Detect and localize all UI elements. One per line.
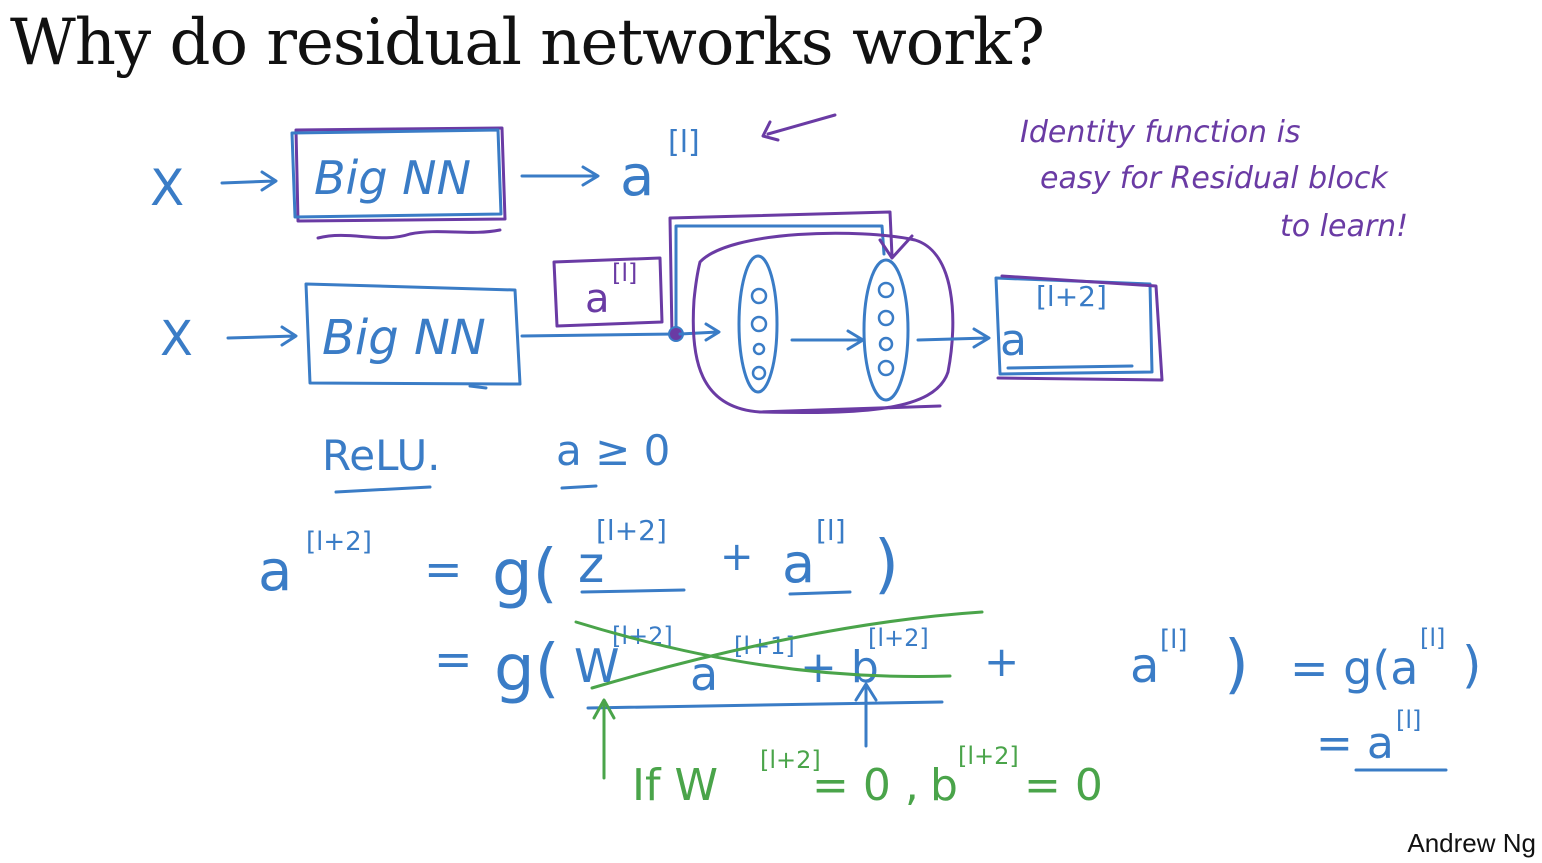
eq2-result: = g(a: [1290, 641, 1419, 695]
row1-block-label: Big NN: [314, 151, 471, 205]
eq3-text: = a: [1316, 718, 1394, 769]
relu-label: ReLU.: [322, 431, 441, 480]
eq2-a2: a: [1130, 638, 1159, 694]
row1-arrow-in: [220, 170, 278, 192]
condition-arrow-b: [854, 682, 878, 748]
identity-note: Identity function is easy for Residual b…: [1020, 115, 1408, 244]
note-line1: Identity function is: [1020, 115, 1301, 150]
eq2-cross-out: [574, 610, 984, 690]
slide-title: Why do residual networks work?: [10, 6, 1045, 80]
relu-condition-underline: [560, 484, 598, 490]
eq2-result-close: ): [1462, 636, 1482, 694]
skip-connection-blue: [674, 224, 886, 336]
output-sup: [l+2]: [1036, 280, 1107, 313]
layer1-neuron: [750, 315, 768, 333]
layer1-units: [737, 254, 779, 394]
equation-1: a [l+2] = g( z [l+2] + a [l] ): [258, 514, 899, 611]
row1-output-a: a: [620, 144, 654, 209]
eq1-equals: =: [424, 542, 463, 596]
arrow-to-layer1: [678, 322, 721, 342]
zero-weight-condition: If W [l+2] = 0 , b [l+2] = 0: [592, 682, 1103, 811]
eq2-result-sup: [l]: [1420, 624, 1445, 652]
row1-pointer-arrow: [761, 113, 837, 142]
eq1-z-sup: [l+2]: [596, 514, 667, 547]
eq1-lhs: a: [258, 539, 292, 604]
eq2-close: ): [1224, 628, 1249, 702]
layer2-neuron: [877, 359, 895, 377]
output-a: a: [1000, 315, 1027, 366]
eq2-w: W: [574, 639, 619, 693]
layer1-neuron: [751, 365, 767, 381]
eq2-g-open: g(: [494, 632, 560, 706]
eq1-a-underline: [788, 590, 852, 596]
skip-connection: [668, 210, 914, 338]
condition-w-eq: = 0 ,: [812, 760, 919, 811]
equation-3: = a [l]: [1316, 706, 1448, 772]
eq2-a-sup: [l+1]: [734, 632, 795, 660]
skip-label-a: a: [585, 276, 610, 322]
eq2-a2-sup: [l]: [1160, 625, 1188, 655]
row1-arrow-out: [520, 165, 600, 187]
residual-block-outline: [691, 231, 955, 415]
condition-w-sup: [l+2]: [760, 746, 821, 774]
eq2-plus: +: [984, 637, 1019, 686]
relu-underline: [334, 485, 432, 494]
condition-b: b: [930, 760, 958, 811]
condition-b-sup: [l+2]: [958, 742, 1019, 770]
eq1-close: ): [874, 528, 899, 602]
eq1-a: a: [782, 532, 815, 595]
row2-input-x: X: [160, 311, 193, 367]
layer2-neuron: [877, 281, 895, 299]
row2-block-box: [304, 282, 522, 386]
eq1-lhs-sup: [l+2]: [306, 527, 372, 557]
layer2-neuron: [878, 336, 894, 352]
layer1-neuron: [752, 342, 766, 356]
condition-arrow-w: [592, 698, 616, 780]
layer2-neuron: [877, 309, 895, 327]
row2-arrow-in: [226, 325, 298, 347]
row1-block-box: [290, 128, 503, 219]
skip-label-box: [552, 256, 664, 328]
row2-diagram: X Big NN a [l]: [160, 210, 1164, 415]
output-underline: [1006, 364, 1134, 370]
row1-output-sup: [l]: [668, 125, 700, 160]
residual-block-tail: [758, 404, 942, 414]
row1-input-x: X: [150, 159, 184, 217]
arrow-layer1-to-layer2: [790, 329, 865, 351]
eq3-sup: [l]: [1396, 706, 1421, 734]
skip-label-sup: [l]: [612, 259, 637, 287]
eq1-z-underline: [580, 588, 686, 594]
eq2-term-underline: [586, 700, 944, 710]
relu-condition: a ≥ 0: [556, 426, 670, 475]
output-box-purple: [996, 274, 1164, 382]
layer2-units: [862, 258, 910, 402]
relu-note: ReLU. a ≥ 0: [322, 426, 670, 494]
row1-block-box-purple: [294, 126, 507, 223]
row2-block-mark: [468, 384, 488, 390]
row1-block-underline: [316, 228, 502, 240]
eq1-a-sup: [l]: [816, 514, 846, 547]
eq1-z: z: [578, 536, 604, 594]
condition-if-w: If W: [632, 760, 718, 811]
arrow-to-output: [916, 327, 991, 349]
note-line2: easy for Residual block: [1040, 161, 1389, 196]
condition-b-eq: = 0: [1024, 760, 1103, 811]
layer1-oval: [737, 254, 779, 394]
eq1-plus: +: [720, 534, 754, 580]
row2-block-label: Big NN: [322, 310, 486, 366]
row2-main-line: [520, 332, 678, 338]
layer1-neuron: [750, 287, 768, 305]
eq2-equals: =: [434, 632, 473, 686]
author-name: Andrew Ng: [1407, 828, 1536, 858]
row1-diagram: X Big NN a [l]: [150, 113, 837, 240]
equation-2: = g( W [l+2] a [l+1] + b [l+2] + a [l] )…: [434, 610, 1482, 710]
layer2-oval: [862, 258, 910, 402]
eq2-b-sup: [l+2]: [868, 624, 929, 652]
eq1-g-open: g(: [492, 537, 558, 611]
note-line3: to learn!: [1280, 209, 1408, 244]
